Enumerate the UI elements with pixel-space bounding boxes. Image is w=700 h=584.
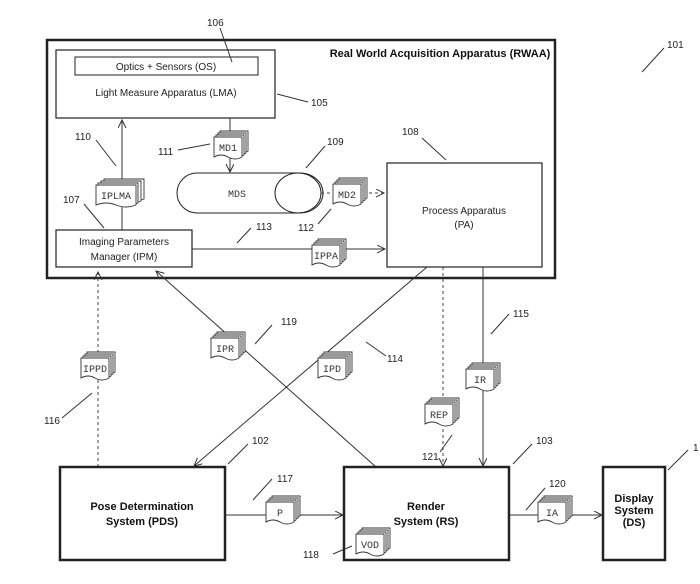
ref-106: 106: [207, 18, 224, 29]
svg-text:MDS: MDS: [228, 190, 246, 201]
ref-111: 111: [158, 147, 174, 158]
doc-md1: MD1: [213, 130, 249, 160]
svg-text:(DS): (DS): [623, 517, 646, 529]
doc-p: P: [265, 495, 301, 525]
ref-119: 119: [281, 317, 297, 328]
svg-text:Display: Display: [614, 493, 654, 505]
ref-120: 120: [549, 479, 566, 490]
svg-text:(PA): (PA): [454, 220, 473, 231]
svg-text:Render: Render: [407, 501, 446, 513]
ref-113: 113: [256, 222, 272, 233]
pds-box: Pose Determination System (PDS): [58, 465, 227, 562]
ref-109: 109: [327, 137, 344, 148]
svg-text:System: System: [614, 505, 653, 517]
ipm-box: Imaging Parameters Manager (IPM): [55, 229, 193, 268]
svg-text:Process Apparatus: Process Apparatus: [422, 206, 506, 217]
doc-iplma: IPLMA: [95, 178, 145, 208]
doc-ia: IA: [537, 495, 573, 525]
ref-102: 102: [252, 436, 269, 447]
svg-text:IA: IA: [546, 509, 558, 520]
doc-vod: VOD: [355, 527, 391, 557]
lma-box: Optics + Sensors (OS) Light Measure Appa…: [55, 49, 276, 119]
ref-116: 116: [44, 416, 60, 427]
mds-storage: MDS: [176, 172, 324, 214]
ref-107: 107: [63, 195, 80, 206]
process-apparatus-box: Process Apparatus (PA): [386, 162, 543, 268]
ref-105: 105: [311, 98, 328, 109]
svg-text:IPPD: IPPD: [83, 365, 107, 376]
doc-ir: IR: [465, 362, 501, 392]
doc-ippa: IPPA: [311, 238, 347, 268]
ref-110: 110: [75, 132, 91, 143]
svg-text:Pose Determination: Pose Determination: [90, 501, 194, 513]
rwaa-title: Real World Acquisition Apparatus (RWAA): [330, 48, 551, 60]
svg-text:System (RS): System (RS): [394, 516, 459, 528]
ref-121: 121: [422, 452, 439, 463]
ref-103: 103: [536, 436, 553, 447]
doc-md2: MD2: [332, 177, 368, 207]
svg-text:IPPA: IPPA: [314, 252, 338, 263]
svg-text:REP: REP: [430, 411, 448, 422]
os-label: Optics + Sensors (OS): [116, 62, 216, 73]
doc-ipd: IPD: [317, 351, 353, 381]
svg-text:MD1: MD1: [219, 144, 237, 155]
svg-text:System (PDS): System (PDS): [106, 516, 178, 528]
svg-text:IPR: IPR: [216, 345, 234, 356]
lma-label: Light Measure Apparatus (LMA): [95, 88, 236, 99]
ref-118: 118: [303, 550, 319, 561]
ref-112: 112: [298, 223, 314, 234]
ref-108: 108: [402, 127, 419, 138]
ds-box: Display System (DS): [601, 465, 667, 562]
svg-text:IPD: IPD: [323, 365, 341, 376]
doc-ippd: IPPD: [80, 351, 116, 381]
svg-text:MD2: MD2: [338, 191, 356, 202]
ref-104: 1: [693, 443, 699, 454]
svg-text:VOD: VOD: [361, 541, 379, 552]
svg-text:Manager (IPM): Manager (IPM): [91, 252, 158, 263]
svg-text:IPLMA: IPLMA: [101, 192, 131, 203]
ref-115: 115: [513, 309, 529, 320]
ref-117: 117: [277, 474, 293, 485]
doc-rep: REP: [424, 397, 460, 427]
svg-text:Imaging Parameters: Imaging Parameters: [79, 237, 169, 248]
ref-101: 101: [667, 40, 684, 51]
svg-text:IR: IR: [474, 376, 486, 387]
svg-text:P: P: [277, 509, 283, 520]
doc-ipr: IPR: [210, 331, 246, 361]
ref-114: 114: [387, 354, 403, 365]
